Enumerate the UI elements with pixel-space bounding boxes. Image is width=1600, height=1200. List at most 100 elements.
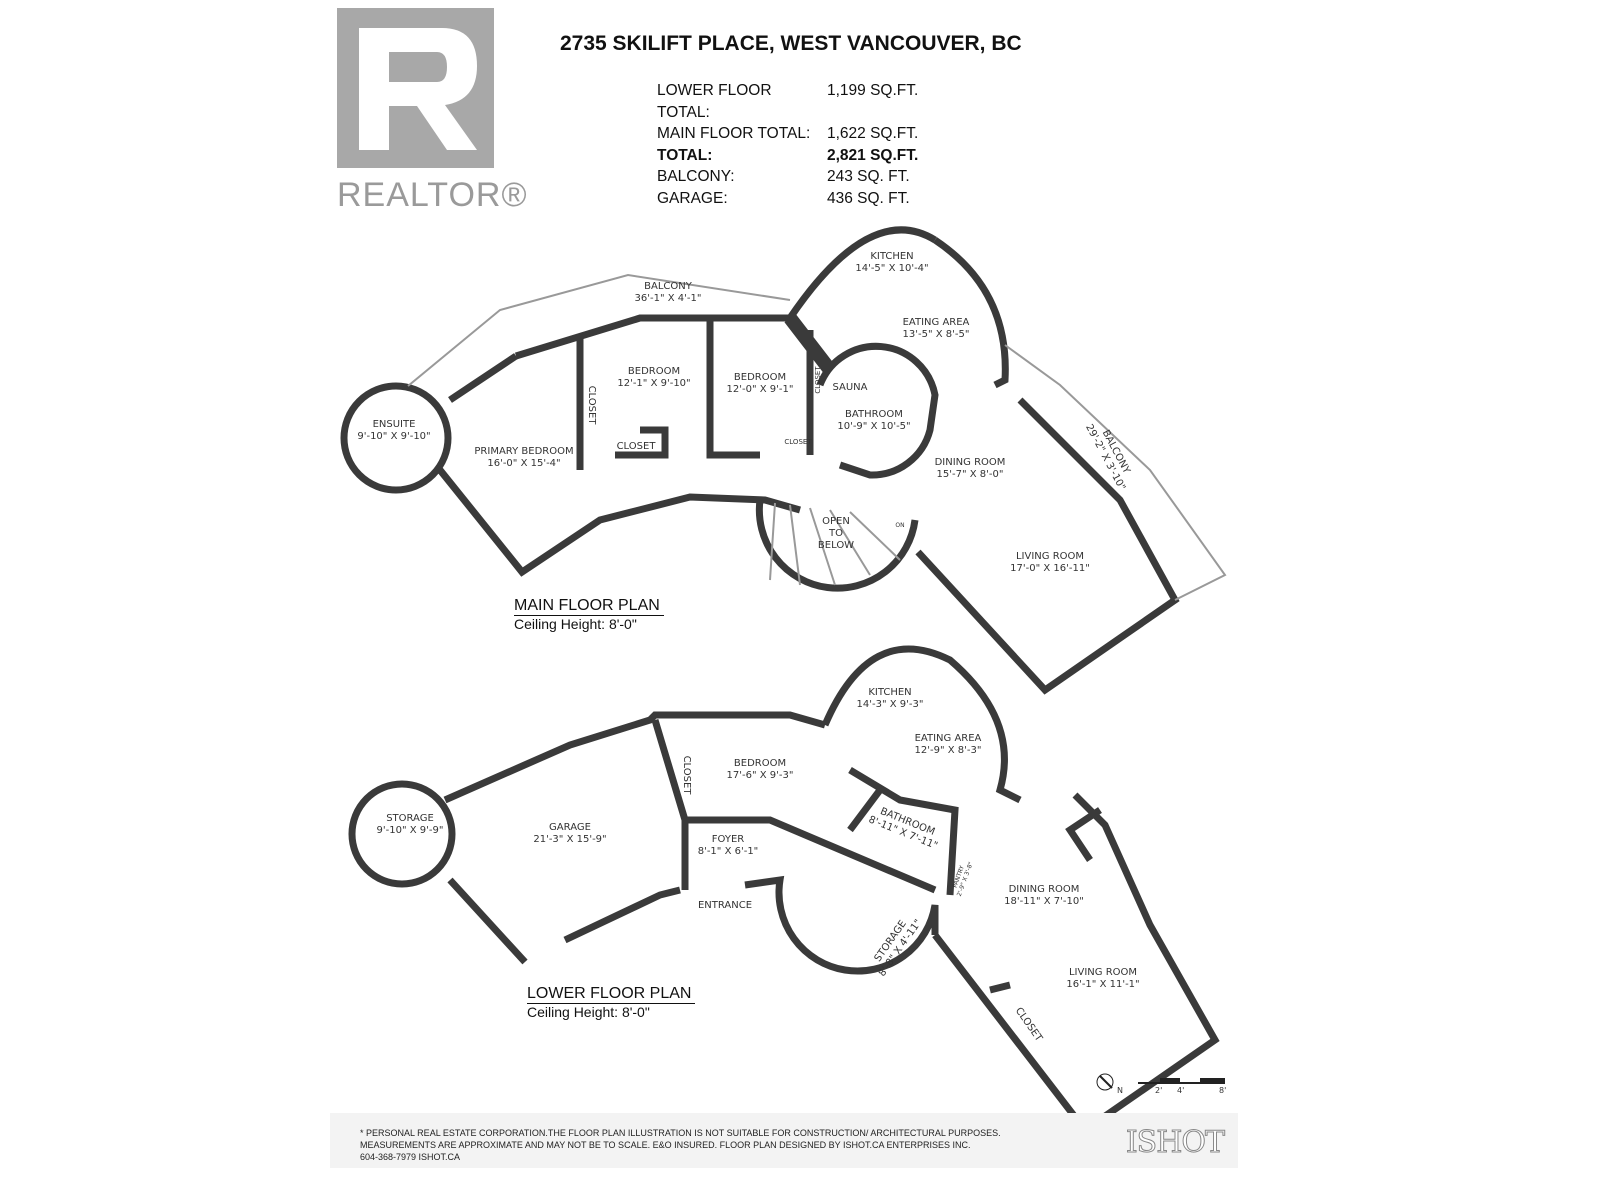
room-name: EATING AREA <box>902 317 970 328</box>
room-dims: 16'-0" X 15'-4" <box>487 458 561 469</box>
closet-label: CLOSET <box>681 755 692 795</box>
property-address: 2735 SKILIFT PLACE, WEST VANCOUVER, BC <box>560 32 1022 55</box>
room-name: BALCONY <box>644 281 692 292</box>
room-name: KITCHEN <box>868 687 912 698</box>
realtor-logo-mark <box>337 8 494 168</box>
scale-bar <box>1096 1073 1225 1091</box>
realtor-logo-text: REALTOR® <box>337 176 528 214</box>
room-name: BEDROOM <box>733 758 787 769</box>
closet-label: CLOSET <box>784 438 812 446</box>
footer-disclaimer-bar: * PERSONAL REAL ESTATE CORPORATION.THE F… <box>330 1113 1238 1168</box>
room-dims: 17'-6" X 9'-3" <box>726 770 794 781</box>
room-dims: 12'-9" X 8'-3" <box>914 745 982 756</box>
area-label: GARAGE: <box>657 189 728 207</box>
room-name: LIVING ROOM <box>1068 967 1138 978</box>
lower-floor-plan-title: LOWER FLOOR PLAN <box>527 985 696 1004</box>
lower-floor-ceiling-height: Ceiling Height: 8'-0" <box>527 1004 650 1020</box>
room-name: BEDROOM <box>733 372 787 383</box>
main-floor-ceiling-height: Ceiling Height: 8'-0" <box>514 616 637 632</box>
area-value: 436 SQ. FT. <box>827 189 910 207</box>
area-value: 243 SQ. FT. <box>827 168 910 185</box>
room-name: BATHROOM <box>845 409 903 420</box>
room-name: PRIMARY BEDROOM <box>474 446 574 457</box>
main-floor-title-block: MAIN FLOOR PLAN Ceiling Height: 8'-0" <box>514 597 664 632</box>
room-name: STORAGE <box>386 813 434 824</box>
room-dims: 17'-0" X 16'-11" <box>1010 563 1090 574</box>
room-dims: 9'-10" X 9'-10" <box>357 431 431 442</box>
north-label: N <box>1117 1086 1123 1095</box>
scale-tick: 8' <box>1219 1086 1227 1095</box>
lower-floor-walls <box>348 645 1220 1135</box>
room-label-sauna: SAUNA <box>832 382 867 394</box>
area-label: BALCONY: <box>657 168 735 185</box>
area-label: MAIN FLOOR TOTAL: <box>657 125 811 142</box>
disclaimer-text: * PERSONAL REAL ESTATE CORPORATION.THE F… <box>360 1127 1001 1163</box>
closet-label: CLOSET <box>616 441 656 452</box>
area-row: GARAGE: 436 SQ. FT. <box>657 188 910 210</box>
area-row: LOWER FLOOR TOTAL: 1,199 SQ.FT. <box>657 80 919 123</box>
room-dims: 14'-5" X 10'-4" <box>855 263 929 274</box>
room-dims: 15'-7" X 8'-0" <box>936 469 1004 480</box>
area-row-total: TOTAL: 2,821 SQ.FT. <box>657 145 919 167</box>
area-value: 2,821 SQ.FT. <box>827 146 919 164</box>
room-dims: 14'-3" X 9'-3" <box>856 699 924 710</box>
room-name: DINING ROOM <box>1008 884 1080 895</box>
room-dims: 12'-0" X 9'-1" <box>726 384 794 395</box>
room-dims: 21'-3" X 15'-9" <box>533 834 607 845</box>
room-name: ENSUITE <box>372 419 416 430</box>
room-dims: 10'-9" X 10'-5" <box>837 421 911 432</box>
scale-tick: 4' <box>1177 1086 1185 1095</box>
open-to-below-label: OPEN TO BELOW <box>817 516 855 551</box>
main-floor-plan-title: MAIN FLOOR PLAN <box>514 597 664 616</box>
area-summary: LOWER FLOOR TOTAL: 1,199 SQ.FT. MAIN FLOO… <box>657 80 919 210</box>
room-name: GARAGE <box>549 822 591 833</box>
room-dims: 9'-10" X 9'-9" <box>376 825 444 836</box>
room-name: EATING AREA <box>914 733 982 744</box>
room-name: KITCHEN <box>870 251 914 262</box>
area-row: BALCONY: 243 SQ. FT. <box>657 166 910 188</box>
room-name: FOYER <box>711 834 745 845</box>
room-dims: 12'-1" X 9'-10" <box>617 378 691 389</box>
room-name: SAUNA <box>832 382 868 393</box>
room-dims: 18'-11" X 7'-10" <box>1004 896 1084 907</box>
area-value: 1,199 SQ.FT. <box>827 82 919 99</box>
main-floor-walls <box>340 226 1180 695</box>
closet-label: CLOSET <box>586 385 597 425</box>
scale-tick: 2' <box>1155 1086 1163 1095</box>
disclaimer-line: * PERSONAL REAL ESTATE CORPORATION.THE F… <box>360 1128 1001 1138</box>
realtor-logo: REALTOR® <box>337 8 527 214</box>
lower-floor-title-block: LOWER FLOOR PLAN Ceiling Height: 8'-0" <box>527 985 696 1020</box>
room-dims: 36'-1" X 4'-1" <box>634 293 702 304</box>
room-dims: 13'-5" X 8'-5" <box>902 329 970 340</box>
area-value: 1,622 SQ.FT. <box>827 125 919 142</box>
room-name: DINING ROOM <box>934 457 1006 468</box>
disclaimer-line: 604-368-7979 ISHOT.CA <box>360 1152 461 1162</box>
area-label: TOTAL: <box>657 146 713 164</box>
area-row: MAIN FLOOR TOTAL: 1,622 SQ.FT. <box>657 123 919 145</box>
closet-label: CLOSET <box>814 366 822 394</box>
room-name: LIVING ROOM <box>1015 551 1085 562</box>
entrance-label: ENTRANCE <box>697 900 753 911</box>
stair-on-label: ON <box>895 522 905 529</box>
disclaimer-line: MEASUREMENTS ARE APPROXIMATE AND MAY NOT… <box>360 1140 971 1150</box>
room-name: BEDROOM <box>627 366 681 377</box>
area-label: LOWER FLOOR TOTAL: <box>657 82 772 121</box>
ishot-logo: ISHOT <box>1125 1125 1225 1161</box>
